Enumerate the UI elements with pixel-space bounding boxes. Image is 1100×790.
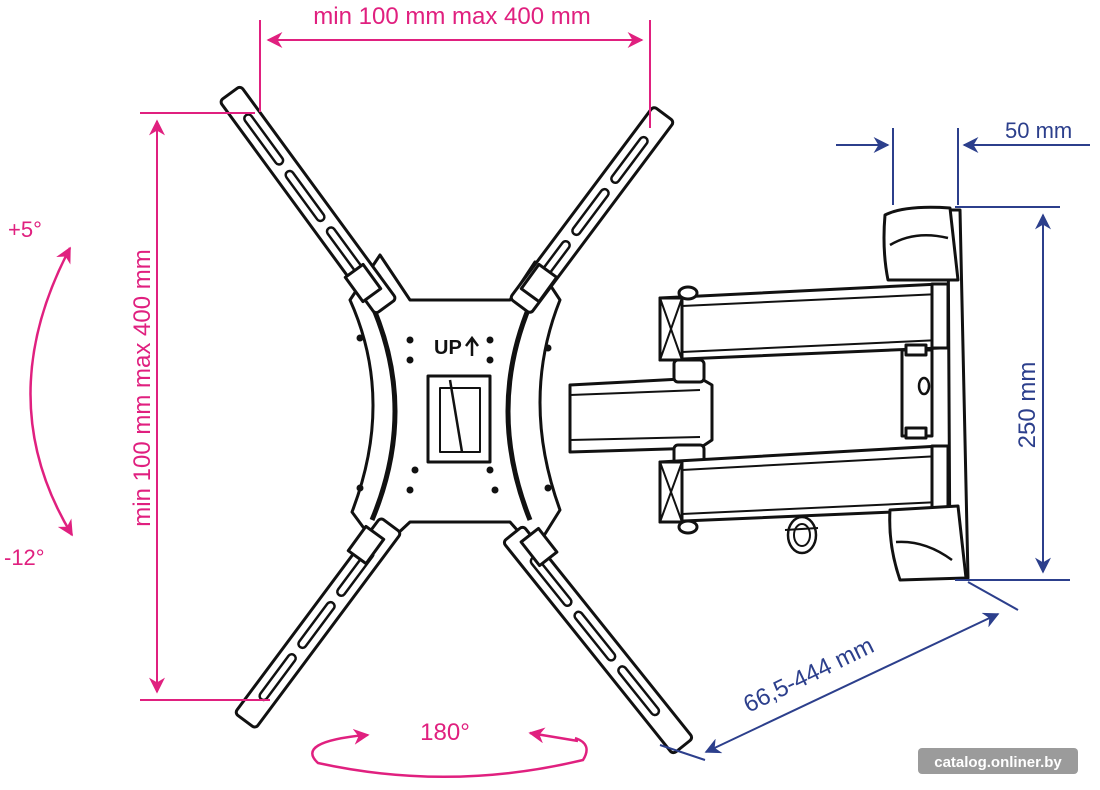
- lower-arm-block: [930, 444, 950, 512]
- watermark: catalog.onliner.by: [934, 754, 1062, 771]
- arm-bottom-right: [502, 525, 694, 755]
- wall-cap-bottom: [888, 504, 968, 582]
- plate-depth-label: 50 mm: [1005, 118, 1072, 143]
- plate-height-label: 250 mm: [1014, 362, 1041, 449]
- width-range-label: min 100 mm max 400 mm: [313, 3, 590, 30]
- height-range-label: min 100 mm max 400 mm: [129, 249, 156, 526]
- clamp-tl: [343, 262, 383, 304]
- upper-arm-block: [930, 282, 950, 350]
- swing-arm: [568, 205, 970, 582]
- clamp-br: [519, 526, 559, 568]
- tilt-up-label: +5°: [8, 217, 42, 242]
- clamp-tr: [519, 262, 559, 304]
- center-hole: [917, 376, 931, 396]
- wall-dimensions: [659, 128, 1090, 761]
- right-curve-slot: [505, 304, 533, 521]
- swivel-arrow-left: [311, 733, 588, 779]
- swivel-arrow-right: [528, 727, 579, 744]
- extension-arrow: [704, 612, 1000, 754]
- left-curve-slot: [369, 303, 398, 521]
- wall-cap-top: [882, 205, 960, 282]
- up-arrow-icon: [465, 335, 479, 356]
- extension-label: 66,5-444 mm: [739, 632, 878, 718]
- tilt-arrow: [29, 246, 74, 537]
- swivel-label: 180°: [420, 719, 470, 746]
- vesa-dimensions: [29, 20, 651, 779]
- cable-clip-icon: [786, 515, 818, 555]
- clamp-bl: [346, 524, 386, 566]
- plate-holes: [356, 334, 552, 494]
- watermark-bg: [918, 748, 1078, 774]
- pivot-upper: [672, 358, 706, 384]
- up-mark: UP: [434, 337, 462, 359]
- lower-bolt: [677, 519, 699, 535]
- inner-arm: [568, 376, 714, 454]
- tv-bracket: [219, 85, 694, 755]
- tilt-down-label: -12°: [4, 545, 45, 570]
- upper-bolt: [677, 285, 699, 301]
- lock-lever: [448, 379, 464, 453]
- wall-plate: [946, 208, 970, 580]
- lock-inner: [439, 387, 481, 453]
